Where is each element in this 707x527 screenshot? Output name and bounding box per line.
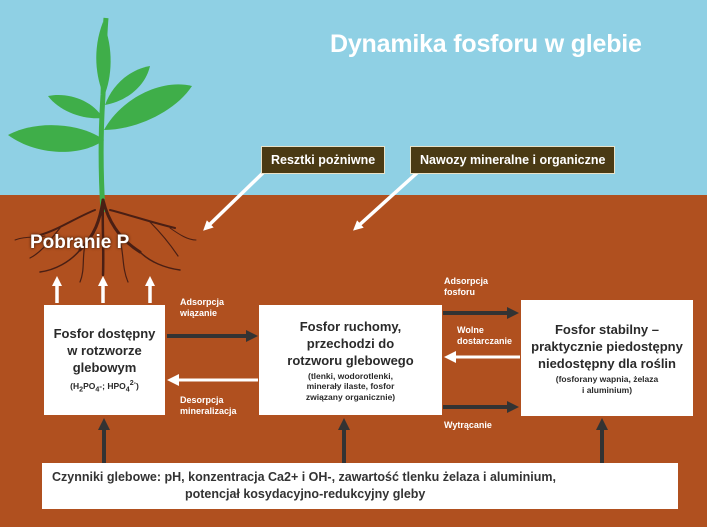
available-line-1: Fosfor dostępny (53, 325, 156, 341)
stable-line-2: praktycznie piedostępny (531, 339, 683, 354)
box-stable-phosphorus: Fosfor stabilny – praktycznie piedostępn… (521, 300, 693, 416)
box-available-phosphorus: Fosfor dostępny w rotzworze glebowym (H2… (44, 305, 165, 415)
mobile-sub-2: minerały ilaste, fosfor (306, 381, 395, 392)
soil-factors-box: Czynniki glebowe: pH, konzentracja Ca2+ … (42, 463, 678, 509)
roots-icon (14, 198, 197, 283)
stable-line-3: niedostępny dla roślin (538, 356, 676, 371)
mobile-sub-3: związany organicznie) (305, 391, 396, 402)
stable-sub-1: (fosforany wapnia, żelaza (555, 374, 659, 384)
input-residue-tag: Resztki pożniwne (261, 146, 386, 174)
available-formula: (H2PO4-; HPO42-) (70, 378, 139, 394)
plant-icon (8, 17, 192, 213)
stable-line-1: Fosfor stabilny – (554, 322, 660, 337)
box-mobile-phosphorus: Fosfor ruchomy, przechodzi do rotzworu g… (259, 305, 442, 415)
label-adsorption-binding: Adsorpcja wiązanie (180, 297, 225, 318)
arrow-residue-input (203, 166, 270, 231)
label-desorption: Desorpcja mineralizacja (180, 395, 237, 416)
mobile-line-2: przechodzi do (306, 335, 395, 351)
mobile-sub-1: (tlenki, wodorotlenki, (307, 370, 393, 381)
available-line-2: w rotzworze (67, 342, 142, 358)
mobile-line-3: rotzworu glebowego (287, 352, 414, 368)
label-slow-release: Wolne dostarczanie (457, 325, 513, 346)
stable-sub-2: i aluminium) (581, 384, 633, 395)
mobile-line-1: Fosfor ruchomy, (299, 318, 402, 334)
uptake-label: Pobranie P (30, 232, 130, 253)
arrow-fertilizer-input (353, 170, 420, 231)
available-line-3: glebowym (72, 359, 137, 375)
diagram-title: Dynamika fosforu w glebie (330, 30, 642, 58)
soil-factors-line-1: Czynniki glebowe: pH, konzentracja Ca2+ … (52, 470, 556, 484)
label-precipitation: Wytrącanie (444, 420, 492, 430)
input-fertilizer-tag: Nawozy mineralne i organiczne (410, 146, 616, 174)
soil-factors-line-2: potencjał kosydacyjno-redukcyjny gleby (185, 487, 426, 501)
label-adsorption-phosphorus: Adsorpcja fosforu (444, 276, 489, 297)
